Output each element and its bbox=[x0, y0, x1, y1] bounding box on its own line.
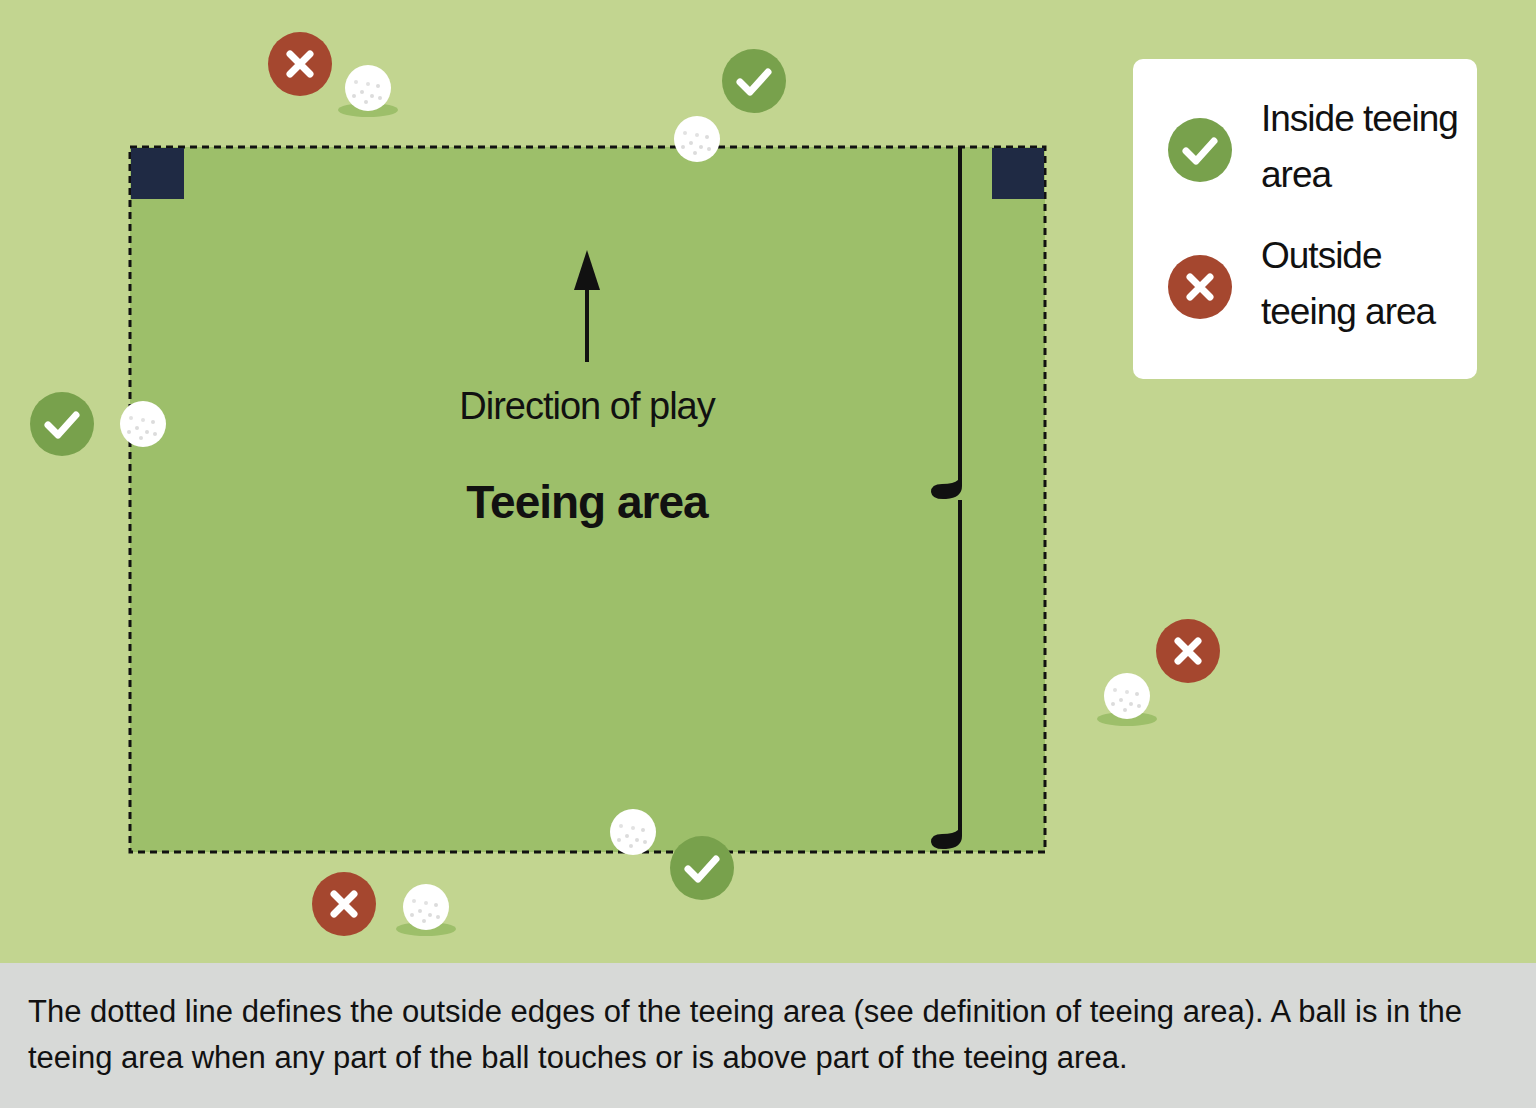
legend-row: Inside teeing area bbox=[1133, 81, 1477, 218]
teeing-area: Direction of playTeeing area bbox=[130, 147, 1045, 852]
legend-box: Inside teeing areaOutside teeing area bbox=[1133, 59, 1477, 379]
area-title: Teeing area bbox=[287, 475, 887, 529]
caption-band: The dotted line defines the outside edge… bbox=[0, 963, 1536, 1108]
inside-icon bbox=[1165, 115, 1235, 185]
caption-text: The dotted line defines the outside edge… bbox=[28, 989, 1508, 1081]
legend-text: Outside teeing area bbox=[1261, 228, 1471, 340]
legend-text: Inside teeing area bbox=[1261, 91, 1471, 203]
direction-label: Direction of play bbox=[287, 383, 887, 429]
outside-icon bbox=[1165, 252, 1235, 322]
legend-row: Outside teeing area bbox=[1133, 218, 1477, 355]
